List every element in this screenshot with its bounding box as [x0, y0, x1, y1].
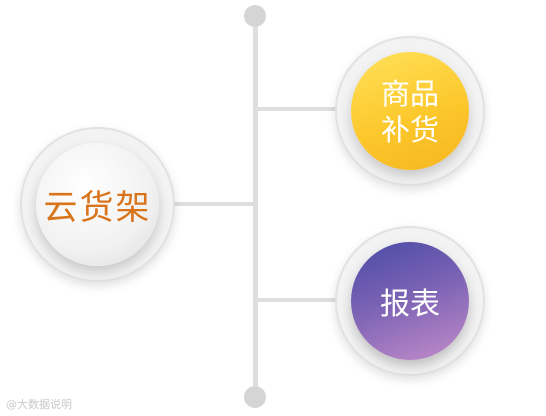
- connector-line-branch-2: [255, 298, 340, 302]
- branch-node-1-label-line-1: 商品: [380, 77, 439, 111]
- branch-node-1-label-line-2: 补货: [380, 113, 439, 147]
- branch-node-ring-1: 商品 补货: [335, 36, 485, 186]
- vertical-connector-line: [253, 16, 258, 398]
- center-node-label: 云货架: [43, 188, 152, 228]
- connector-end-dot-bottom: [244, 386, 266, 408]
- center-node: 云货架: [36, 143, 159, 266]
- connector-line-branch-1: [255, 107, 340, 111]
- branch-node-2-label: 报表: [380, 287, 440, 322]
- watermark: @大数据说明: [6, 398, 72, 411]
- branch-node-ring-2: 报表: [335, 226, 485, 376]
- center-node-ring: 云货架: [20, 127, 175, 282]
- branch-node-1: 商品 补货: [351, 52, 469, 170]
- branch-node-2: 报表: [351, 242, 469, 360]
- connector-line-center: [160, 202, 255, 206]
- connector-end-dot-top: [244, 5, 266, 27]
